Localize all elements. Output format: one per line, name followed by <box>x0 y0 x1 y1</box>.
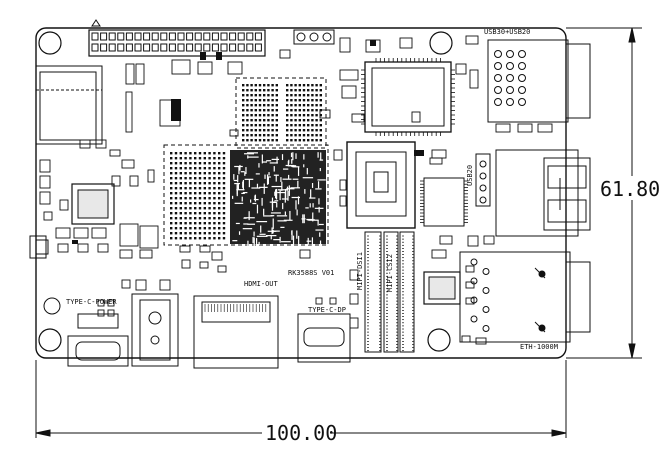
usb-side-connector <box>475 153 491 207</box>
usb-hub-chip <box>71 183 115 225</box>
usb-stack-middle <box>495 149 591 237</box>
hdmi-port <box>193 295 279 369</box>
usb-side-label: USB20 <box>466 165 474 186</box>
type-c-dp-label: TYPE-C-DP <box>308 306 346 314</box>
smd-components <box>39 35 553 345</box>
mipi-dsi-label: MIPI-DSI1 <box>356 252 364 290</box>
ram-chip <box>235 77 327 149</box>
ethernet-port <box>459 251 591 343</box>
pmic-chip <box>420 177 468 227</box>
led <box>43 297 61 315</box>
hdmi-label: HDMI-OUT <box>244 280 279 288</box>
sd-card-slot <box>35 65 103 145</box>
mounting-hole <box>429 31 453 55</box>
mipi-connectors <box>364 231 415 353</box>
gpio-header <box>88 19 266 57</box>
emmc-chip <box>346 141 416 229</box>
width-dimension-text: 100.00 <box>265 421 337 445</box>
soc-chip <box>163 144 329 248</box>
board-outline <box>35 27 567 359</box>
wifi-module <box>361 58 455 136</box>
audio-jack <box>131 293 179 367</box>
button-component <box>29 235 49 259</box>
type-c-power-label: TYPE-C-POWER <box>66 298 117 306</box>
usb-top-label: USB30+USB20 <box>484 28 530 36</box>
eth-label: ETH-1000M <box>520 343 558 351</box>
mounting-hole <box>38 328 62 352</box>
mounting-hole <box>427 328 451 352</box>
soc-label: RK3588S V01 <box>288 269 334 277</box>
eth-phy-chip <box>423 271 461 305</box>
height-dimension-text: 61.80 <box>600 177 660 201</box>
mounting-holes <box>38 31 453 352</box>
usb-stack-top <box>487 39 591 123</box>
type-c-dp-port <box>297 313 351 363</box>
mipi-csi-label: MIPI-CSI2 <box>386 254 394 292</box>
uart-header <box>293 29 335 45</box>
mounting-hole <box>38 31 62 55</box>
